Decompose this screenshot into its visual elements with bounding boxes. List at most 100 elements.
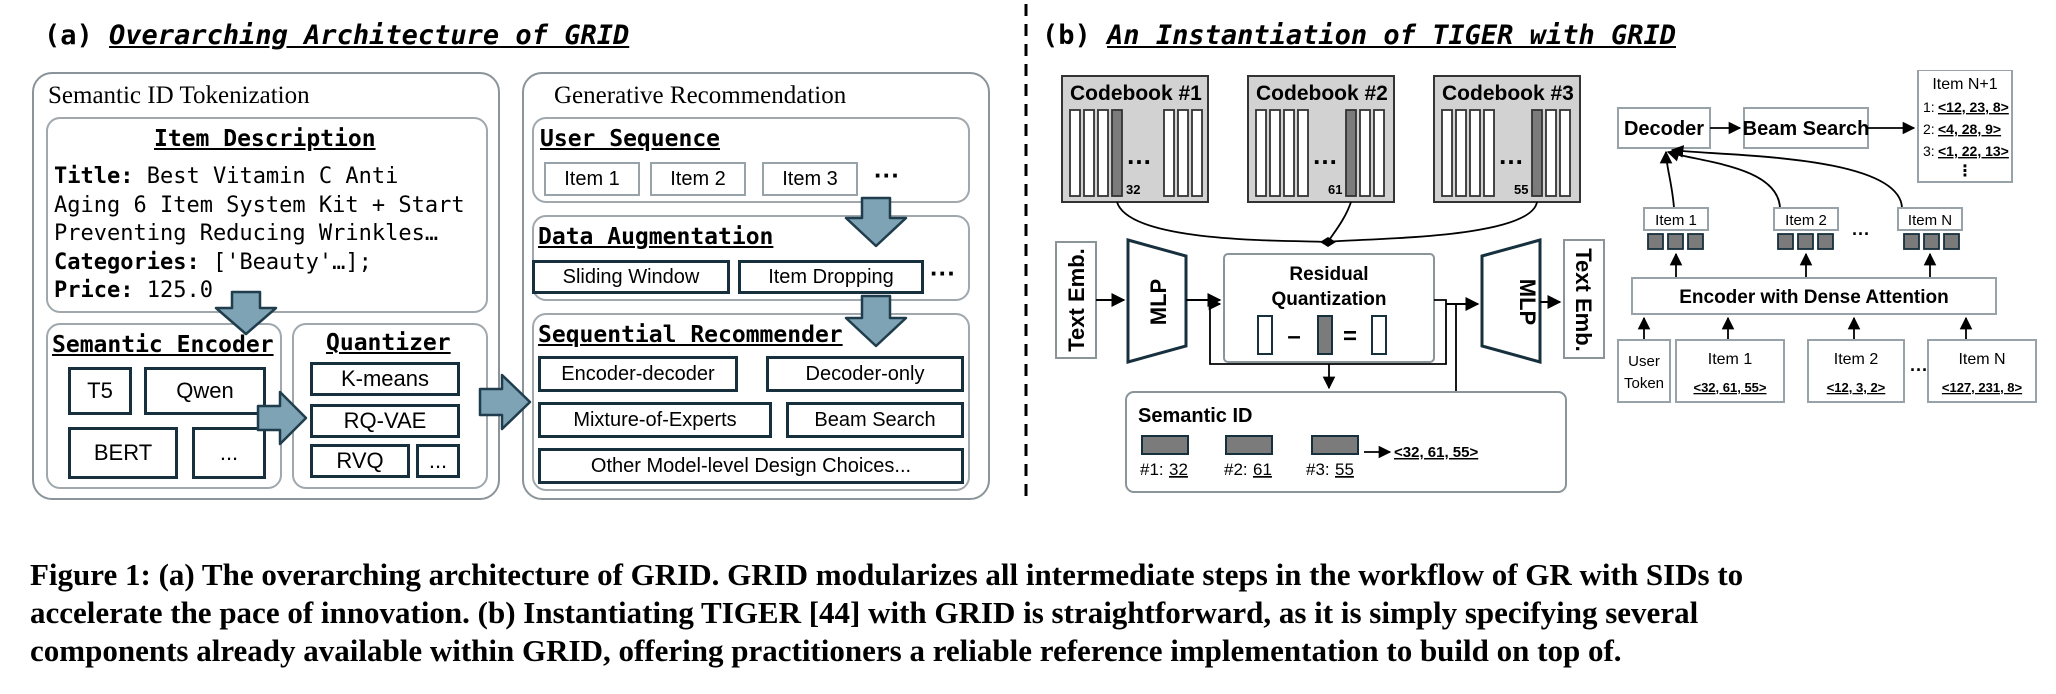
output-row-1-value: <12, 23, 8> bbox=[1938, 99, 2009, 115]
sid-code-2-value: 61 bbox=[1253, 460, 1272, 479]
codebook-1-label: Codebook #1 bbox=[1070, 82, 1202, 105]
caption-line-1: Figure 1: (a) The overarching architectu… bbox=[30, 557, 1744, 592]
encoder-qwen: Qwen bbox=[144, 367, 266, 415]
output-row-2-prefix: 2: bbox=[1923, 121, 1935, 137]
output-title: Item N+1 bbox=[1932, 76, 1997, 93]
item-description-text: Title: Best Vitamin C Anti Aging 6 Item … bbox=[54, 163, 465, 306]
sid-code-2-bar bbox=[1225, 435, 1273, 455]
codebook-1-dots: … bbox=[1126, 140, 1152, 170]
encoder-more: ... bbox=[192, 427, 266, 479]
item-description-box bbox=[46, 117, 488, 313]
codebook-3-label: Codebook #3 bbox=[1442, 82, 1574, 105]
input-item-n-label: Item N bbox=[1958, 351, 2005, 368]
desc-title-key: Title: bbox=[54, 164, 134, 189]
output-row-2-value: <4, 28, 9> bbox=[1938, 121, 2001, 137]
input-item-1-label: Item 1 bbox=[1708, 351, 1753, 368]
encoder-label: Encoder with Dense Attention bbox=[1679, 287, 1949, 308]
panel-b-label: (b) bbox=[1042, 20, 1091, 51]
desc-title-value-2: Aging 6 Item System Kit + Start bbox=[54, 192, 465, 218]
rq-new-residual-bar bbox=[1371, 315, 1387, 355]
desc-price-line: Price: 125.0 bbox=[54, 277, 465, 306]
semantic-encoder-title: Semantic Encoder bbox=[52, 332, 274, 358]
mlp-in bbox=[1126, 238, 1188, 364]
figure-caption: Figure 1: (a) The overarching architectu… bbox=[30, 556, 1743, 670]
panel-b-title-text: An Instantiation of TIGER with GRID bbox=[1107, 20, 1676, 51]
output-box bbox=[1917, 70, 2013, 183]
text-emb-in-box bbox=[1055, 241, 1097, 359]
sid-code-1-value: 32 bbox=[1169, 460, 1188, 479]
desc-categories-line: Categories: ['Beauty'…]; bbox=[54, 249, 465, 278]
user-token-box bbox=[1617, 339, 1671, 403]
codebook-3-bars bbox=[1441, 109, 1571, 197]
input-item-2-box bbox=[1807, 339, 1905, 403]
mlp-out-label: MLP bbox=[1515, 279, 1540, 325]
codebook-3-index: 55 bbox=[1514, 182, 1528, 197]
rec-other-choices: Other Model-level Design Choices... bbox=[538, 448, 964, 484]
semantic-id-title: Semantic ID bbox=[1138, 405, 1252, 427]
codebook-2-bars bbox=[1255, 109, 1385, 197]
beam-search-label: Beam Search bbox=[1743, 118, 1870, 140]
quantizer-rvq: RVQ bbox=[310, 444, 410, 478]
codebook-3: Codebook #3 … 55 bbox=[1433, 75, 1581, 203]
quantizer-rqvae: RQ-VAE bbox=[310, 404, 460, 438]
aug-sliding-window: Sliding Window bbox=[532, 260, 730, 294]
codebook-1-bars bbox=[1069, 109, 1203, 197]
user-token-line2: Token bbox=[1624, 375, 1664, 392]
rq-equals: = bbox=[1343, 323, 1357, 350]
encoder-bert: BERT bbox=[68, 427, 178, 479]
enc-out-item-n: Item N bbox=[1897, 207, 1963, 250]
desc-title-line: Title: Best Vitamin C Anti bbox=[54, 163, 465, 192]
rq-joint bbox=[1320, 237, 1336, 247]
output-row-3-prefix: 3: bbox=[1923, 143, 1935, 159]
quantizer-more: ... bbox=[416, 444, 460, 478]
codebook-curves bbox=[1116, 201, 1538, 243]
rq-code-bar bbox=[1317, 315, 1333, 355]
enc-out-item-1-label: Item 1 bbox=[1655, 212, 1697, 229]
arrow-encoder-to-quantizer bbox=[256, 390, 308, 446]
encoder-box bbox=[1631, 277, 1997, 315]
enc-out-item-2: Item 2 bbox=[1773, 207, 1839, 250]
rq-to-sid-side bbox=[1446, 303, 1457, 394]
desc-title-value-1: Best Vitamin C Anti bbox=[133, 164, 399, 189]
codebook-2-index: 61 bbox=[1328, 182, 1342, 197]
sid-code-3-value: 55 bbox=[1335, 460, 1354, 479]
input-dots: ··· bbox=[1910, 360, 1928, 380]
decoder-label: Decoder bbox=[1624, 118, 1704, 140]
input-item-1-sid: <32, 61, 55> bbox=[1693, 380, 1766, 395]
user-token-line1: User bbox=[1628, 353, 1660, 370]
input-item-n-box bbox=[1927, 339, 2037, 403]
decoder-input-curves bbox=[1659, 145, 1903, 209]
sid-code-3-prefix: #3: bbox=[1306, 460, 1330, 479]
encoder-t5: T5 bbox=[68, 367, 132, 415]
panel-a-title-text: Overarching Architecture of GRID bbox=[109, 20, 630, 51]
user-sequence-title: User Sequence bbox=[540, 126, 721, 152]
codebook-1: Codebook #1 … 32 bbox=[1061, 75, 1209, 203]
rec-decoder-only: Decoder-only bbox=[766, 356, 964, 392]
mlp-out bbox=[1480, 238, 1542, 364]
quantizer-kmeans: K-means bbox=[310, 362, 460, 396]
beam-search-box bbox=[1743, 107, 1869, 149]
text-emb-out-box bbox=[1563, 239, 1605, 359]
codebook-2: Codebook #2 … 61 bbox=[1247, 75, 1395, 203]
mlp-in-label: MLP bbox=[1146, 279, 1171, 325]
input-item-1-box bbox=[1675, 339, 1785, 403]
caption-line-2: accelerate the pace of innovation. (b) I… bbox=[30, 595, 1699, 630]
enc-out-item-n-label: Item N bbox=[1908, 212, 1952, 229]
arrow-tokenization-to-generative bbox=[478, 373, 532, 431]
panel-b-title: (b) An Instantiation of TIGER with GRID bbox=[1042, 20, 1676, 51]
quantizer-title: Quantizer bbox=[326, 330, 451, 356]
arrow-desc-to-encoder bbox=[214, 290, 278, 336]
arrow-augmentation-to-recommender bbox=[844, 294, 908, 348]
input-item-n-sid: <127, 231, 8> bbox=[1942, 380, 2023, 395]
seq-item-3: Item 3 bbox=[762, 162, 858, 196]
recommender-title: Sequential Recommender bbox=[538, 322, 843, 348]
arrow-sequence-to-augmentation bbox=[844, 196, 908, 248]
output-row-3-value: <1, 22, 13> bbox=[1938, 143, 2009, 159]
input-item-2-label: Item 2 bbox=[1834, 351, 1879, 368]
aug-item-dropping: Item Dropping bbox=[738, 260, 924, 294]
caption-line-3: components already available within GRID… bbox=[30, 633, 1622, 668]
rq-residual-bar bbox=[1257, 315, 1273, 355]
rec-beam-search: Beam Search bbox=[786, 402, 964, 438]
rq-line1: Residual bbox=[1289, 264, 1368, 285]
desc-categories-key: Categories: bbox=[54, 249, 200, 275]
